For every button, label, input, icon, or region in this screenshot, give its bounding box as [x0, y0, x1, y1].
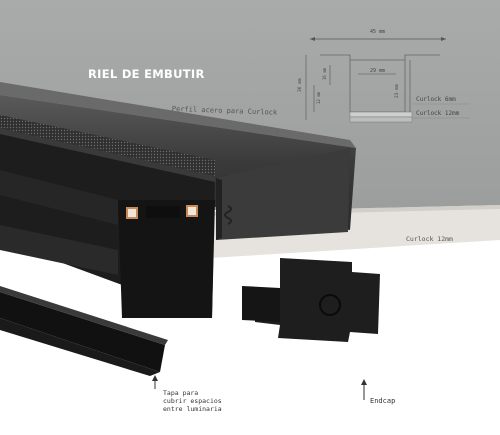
arrow-up-icon	[361, 379, 367, 385]
dim-height-left: 36 mm	[297, 78, 303, 92]
recessed-rail	[0, 128, 215, 318]
cover-label: Tapa para cubrir espacios entre luminari…	[163, 389, 222, 413]
ceiling-label: Curlock 12mm	[406, 235, 453, 243]
dim-inner-width: 29 mm	[370, 68, 385, 74]
endcap-circle	[319, 294, 341, 316]
cover-strip	[0, 286, 168, 376]
endcap-label: Endcap	[370, 397, 396, 405]
cover-label-line: cubrir espacios	[163, 397, 222, 405]
cover-label-line: Tapa para	[163, 389, 199, 397]
dimension-diagram: 45 mm 29 mm 36 mm 16 mm 12 mm 23 mm Curl…	[297, 29, 470, 123]
dim-height-a: 16 mm	[322, 67, 327, 80]
dim-width: 45 mm	[370, 29, 385, 35]
dim-height-b: 12 mm	[316, 91, 321, 104]
spring-clip	[224, 205, 232, 225]
cover-label-line: entre luminaria	[163, 405, 222, 413]
legend-curlock-12: Curlock 12mm	[416, 110, 460, 117]
mesh-surface	[0, 115, 215, 178]
arrow-up-icon	[152, 375, 158, 381]
product-title: RIEL DE EMBUTIR	[88, 67, 205, 81]
endcap	[242, 258, 380, 342]
dim-height-right: 23 mm	[394, 84, 400, 98]
legend-curlock-6: Curlock 6mm	[416, 96, 456, 103]
